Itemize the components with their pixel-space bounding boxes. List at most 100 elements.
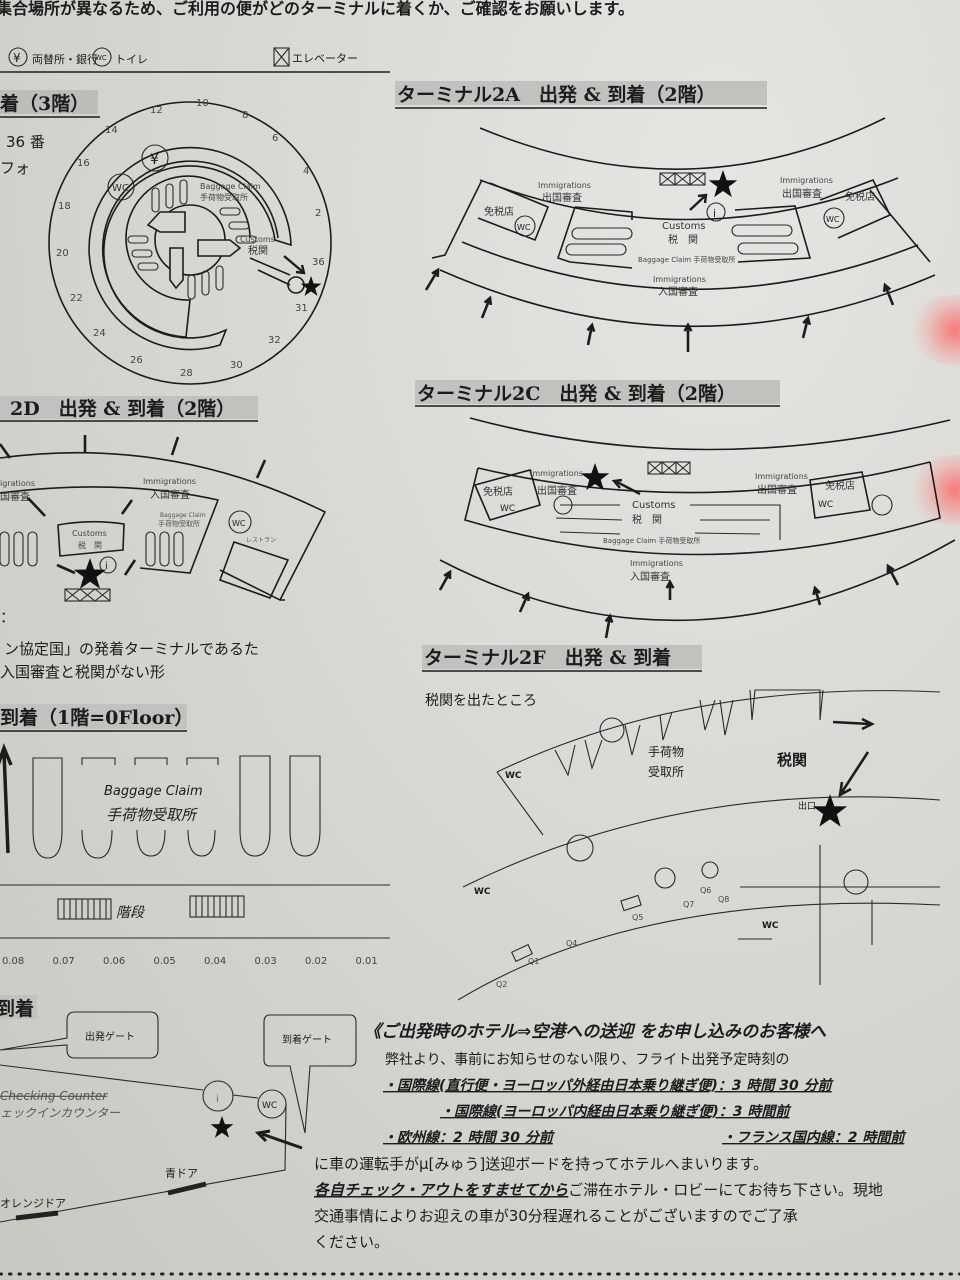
middle-ring	[88, 146, 292, 351]
island-left	[556, 206, 633, 269]
stairs-icon	[189, 895, 245, 918]
gate-number: 0.04	[204, 956, 226, 967]
bank-symbol: ¥	[150, 152, 159, 168]
note-label: ：	[0, 608, 15, 626]
info-icon	[99, 556, 117, 574]
toilet-label: トイレ	[115, 53, 148, 66]
note-line-1: ン協定国」の発着ターミナルであるた	[4, 640, 259, 658]
terminal-2e-title: 着（3階）	[0, 92, 89, 115]
immigration-label: Immigrations	[755, 472, 808, 481]
legend: ¥ 両替所・銀行 WC トイレ エレベーター	[0, 47, 390, 73]
baggage-belts	[555, 504, 781, 540]
info-label: i	[216, 1094, 219, 1105]
blue-door-icon	[167, 1181, 207, 1196]
gate-number: 0.05	[154, 956, 176, 967]
wc-label: WC	[826, 215, 840, 224]
checkout-text: 各自チェック・アウトをすませてからご滞在ホテル・ロビーにてお待ち下さい。現地	[314, 1181, 883, 1199]
wc-label: WC	[262, 1101, 277, 1111]
terminal-2d-map: 2D 出発 & 到着（2階） igrations 国審査 Immigration…	[0, 396, 327, 602]
baggage-claim-label: Baggage Claim	[104, 784, 203, 799]
closing-text: ください。	[314, 1233, 389, 1251]
arrow-icon	[424, 267, 440, 291]
side-text: フォ	[0, 159, 30, 177]
notice-heading: 《ご出発時のホテル⇒空港への送迎 をお申し込みのお客様へ	[364, 1022, 827, 1042]
info-icon	[701, 861, 719, 879]
ground-floor-title: 到着（1階=0Floor）	[0, 706, 193, 729]
baggage-claim-label-1: 手荷物	[648, 745, 684, 759]
baggage-claim-label: Baggage Claim	[200, 182, 261, 191]
lower-wall	[219, 569, 285, 601]
duty-free-left-box	[477, 182, 550, 242]
arrival-immigration-label-en: Immigrations	[653, 275, 706, 284]
gate-number: 2	[315, 208, 321, 219]
restaurant-label: レストラン	[246, 537, 276, 544]
elevator-icon	[620, 894, 642, 912]
wc-icon	[514, 215, 536, 237]
piers	[464, 461, 941, 556]
gate-number: 22	[70, 293, 83, 304]
immigration-label: Immigrations	[143, 477, 196, 486]
baggage-belts	[565, 224, 799, 256]
baggage-carousels	[32, 755, 321, 859]
wc-label: WC	[505, 771, 522, 781]
checkout-emphasis: 各自チェック・アウトをすませてから	[314, 1181, 568, 1199]
elevator-icons	[64, 588, 111, 602]
terminal-2c-map: ターミナル2C 出発 & 到着（2階） Immigrations 出国審査 Im…	[415, 380, 956, 639]
elevator-icons	[647, 461, 691, 475]
arrow-icon	[254, 1129, 303, 1150]
duty-free-right-box	[819, 178, 892, 239]
arrow-icon	[812, 585, 822, 606]
gate-number: 31	[295, 303, 308, 314]
inner-arc	[461, 241, 919, 291]
gate-number: 20	[56, 248, 69, 259]
wc-label: WC	[517, 223, 531, 232]
arrival-gate-label: 到着ゲート	[282, 1033, 332, 1046]
note-line-2: 入国審査と税関がない形	[0, 663, 165, 681]
elevator-label: エレベーター	[292, 52, 358, 65]
elevator-icon	[510, 943, 534, 963]
title-highlight	[0, 396, 258, 419]
customs-label: Customs	[632, 500, 676, 511]
arrow-icon	[683, 322, 693, 352]
gate-number: 0.07	[53, 956, 75, 967]
stairs-icon	[57, 898, 112, 920]
duty-free-label: 免税店	[483, 485, 513, 498]
landside-arc	[457, 902, 941, 1001]
gate-number: 10	[196, 98, 209, 109]
schengen-note: ： ン協定国」の発着ターミナルであるた 入国審査と税関がない形	[0, 608, 259, 681]
france-domestic-time: ・フランス国内線：2 時間前	[722, 1129, 907, 1146]
info-label: i	[713, 207, 716, 220]
orange-door-label: オレンジドア	[0, 1197, 66, 1210]
terminal-2d-title: 2D 出発 & 到着（2階）	[10, 397, 235, 420]
gate-label: Q2	[496, 980, 507, 989]
arrow-right-icon	[832, 717, 875, 731]
gate-label: Q6	[700, 886, 711, 895]
gate-number: 30	[230, 360, 243, 371]
notice-intro: 弊社より、事前にお知らせのない限り、フライト出発予定時刻の	[385, 1051, 789, 1068]
title-highlight	[0, 995, 37, 1019]
gate-number: 0.03	[255, 956, 277, 967]
info-label: i	[105, 561, 108, 572]
wc-icon	[107, 173, 135, 201]
baggage-claim-label-2: 受取所	[648, 765, 684, 779]
arrow-icon	[882, 282, 895, 306]
customs-box	[57, 520, 125, 557]
departure-immigration-label: 出国審査	[537, 484, 577, 497]
gate-number: 6	[272, 133, 278, 144]
gate-number: 16	[77, 158, 90, 169]
arrow-icon	[838, 751, 870, 798]
subtitle: 税関を出たところ	[425, 693, 537, 709]
gate-label: Q4	[566, 939, 577, 948]
gate-label: Q8	[718, 895, 729, 904]
immigration-label: Immigrations	[538, 181, 591, 190]
meeting-point-star-icon	[812, 794, 848, 827]
gate-number: 24	[93, 328, 106, 339]
gate-number: 32	[268, 335, 281, 346]
outer-arc	[439, 539, 956, 622]
customs-label-ja: 税 関	[78, 540, 102, 550]
baggage-claim-label-ja: 手荷物受取所	[106, 806, 198, 824]
arrow-icon	[604, 613, 614, 639]
circle-marker	[843, 869, 869, 895]
international-direct-time: ・国際線(直行便・ヨーロッパ外経由日本乗り継ぎ便)：3 時間 30 分前	[383, 1077, 835, 1094]
bank-icon	[141, 144, 169, 172]
